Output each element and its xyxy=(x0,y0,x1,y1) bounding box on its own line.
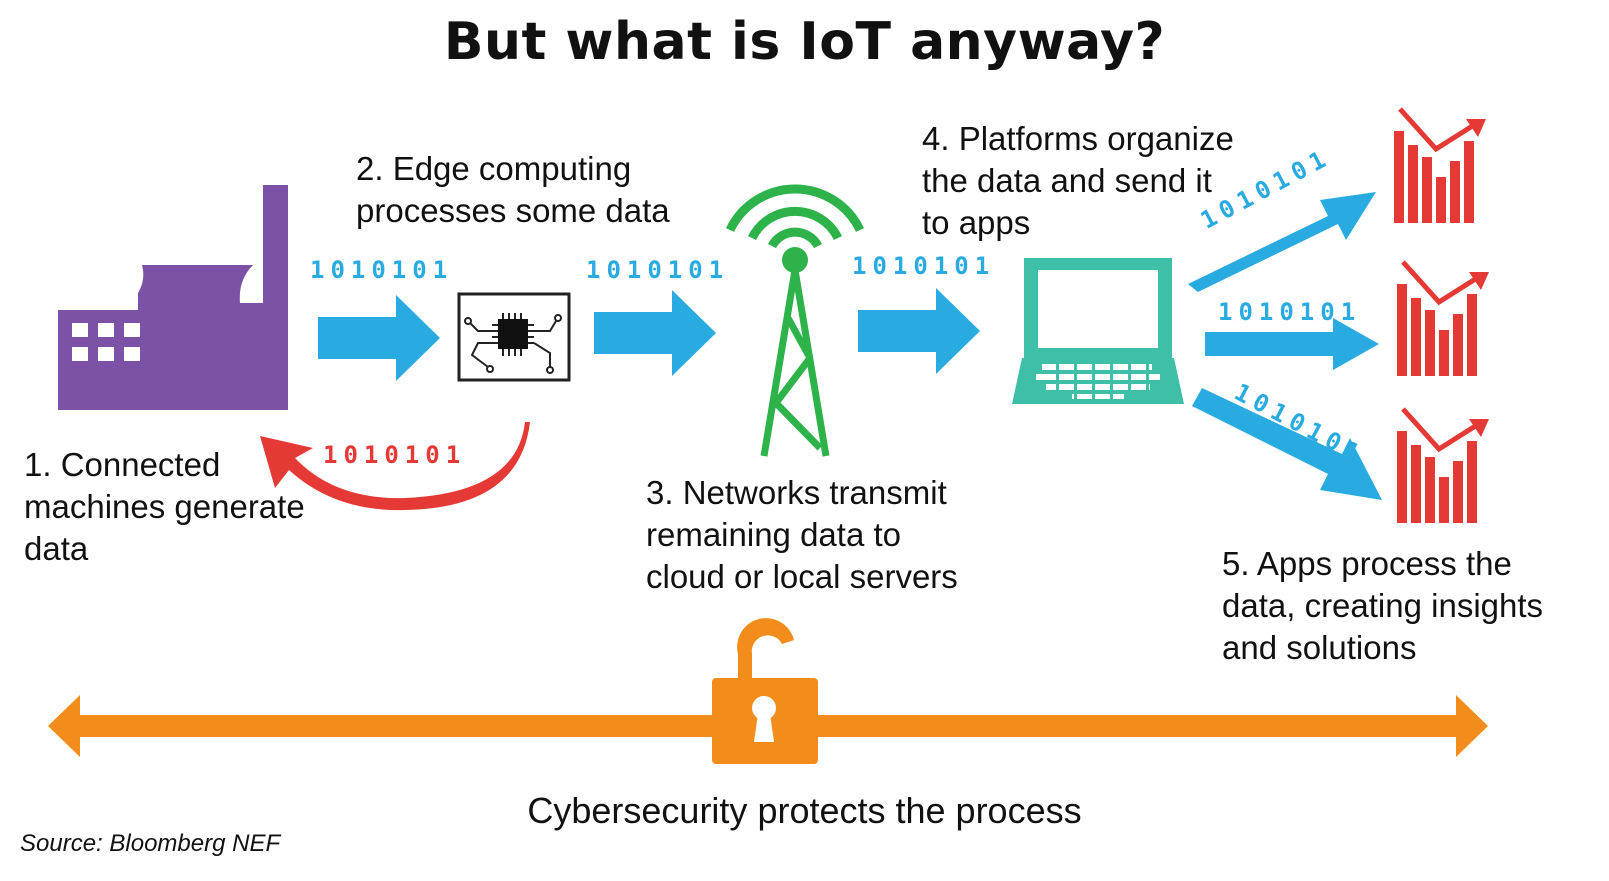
binary-label-2: 1010101 xyxy=(586,256,730,284)
source-note: Source: Bloomberg NEF xyxy=(20,830,281,857)
laptop-icon xyxy=(1012,258,1184,404)
step-3-label: 3. Networks transmit remaining data to c… xyxy=(646,474,958,595)
app-chart-icon xyxy=(1397,260,1489,376)
step-4-label: 4. Platforms organize the data and send … xyxy=(922,120,1234,241)
flow-arrow-2 xyxy=(594,290,716,376)
tower-icon xyxy=(725,184,865,457)
flow-arrow-1 xyxy=(318,295,440,381)
factory-icon xyxy=(58,185,288,410)
chip-icon xyxy=(457,292,571,382)
flow-arrow-4 xyxy=(1188,192,1376,292)
padlock-icon xyxy=(712,618,818,764)
page-title: But what is IoT anyway? xyxy=(443,12,1166,72)
app-chart-icon xyxy=(1397,407,1489,523)
step-2-label: 2. Edge computing processes some data xyxy=(356,150,670,229)
step-1-label: 1. Connected machines generate data xyxy=(24,446,305,567)
app-chart-icon xyxy=(1394,107,1486,223)
binary-label-5: 1010101 xyxy=(1218,298,1362,326)
security-label: Cybersecurity protects the process xyxy=(527,790,1082,831)
step-5-label: 5. Apps process the data, creating insig… xyxy=(1222,545,1544,666)
return-arrow xyxy=(260,422,530,511)
flow-arrow-3 xyxy=(858,288,980,374)
binary-label-return: 1010101 xyxy=(323,441,467,469)
flow-arrow-5 xyxy=(1205,318,1379,370)
flow-arrow-6 xyxy=(1192,388,1382,500)
binary-label-1: 1010101 xyxy=(310,256,454,284)
binary-label-3: 1010101 xyxy=(852,252,996,280)
